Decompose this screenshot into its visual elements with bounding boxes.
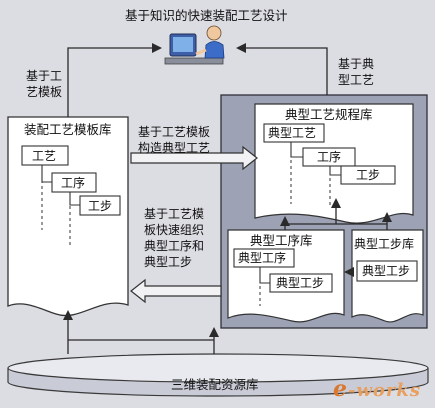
hollow-arrow-left — [130, 278, 222, 304]
flow-mid-left-line3: 典型工序和 — [144, 239, 205, 253]
hollow-arrow-right — [130, 145, 258, 171]
flow-right-up-line2: 型工艺 — [338, 73, 375, 87]
template-library-document — [7, 116, 129, 317]
watermark-logo: e-works — [332, 376, 421, 402]
resource-library-title: 三维装配资源库 — [171, 377, 259, 392]
procedure-library-title: 典型工序库 — [250, 233, 313, 248]
template-item-3: 工步 — [88, 199, 113, 213]
process-item-3: 工步 — [356, 168, 381, 182]
step-item1-box — [356, 260, 418, 282]
template-library-title: 装配工艺模板库 — [24, 122, 112, 137]
flow-mid-left-line1: 基于工艺模 — [144, 207, 205, 221]
template-item-2: 工序 — [61, 176, 86, 190]
step-library-title: 典型工步库 — [354, 237, 415, 251]
template-item-1: 工艺 — [32, 149, 57, 163]
diagram-title: 基于知识的快速装配工艺设计 — [125, 8, 288, 23]
resource-database-cylinder — [7, 353, 429, 397]
arrow-template-to-design — [67, 43, 162, 117]
process-library-title: 典型工艺规程库 — [285, 107, 373, 122]
flow-mid-left-line2: 板快速组织 — [144, 223, 205, 237]
procedure-item1-box — [233, 248, 295, 268]
flow-mid-left-line4: 典型工步 — [144, 255, 193, 269]
process-item-2: 工序 — [317, 150, 342, 164]
procedure-item-1: 典型工序 — [238, 251, 287, 265]
designer-at-computer-icon — [164, 25, 225, 65]
flow-mid-right-line1: 基于工艺模板 — [138, 125, 211, 139]
flow-left-up-line1: 基于工 — [26, 69, 63, 83]
procedure-item-2: 典型工步 — [276, 276, 325, 290]
arrow-process-to-design — [236, 43, 328, 95]
step-item-1: 典型工步 — [362, 264, 411, 278]
process-item-1: 典型工艺 — [268, 126, 317, 140]
flow-left-up-line2: 艺模板 — [26, 85, 63, 99]
process-item1-box — [263, 123, 325, 143]
flow-mid-right-line2: 构造典型工艺 — [138, 141, 211, 155]
template-item1-box — [21, 145, 69, 166]
flow-right-up-line1: 基于典 — [338, 57, 375, 71]
